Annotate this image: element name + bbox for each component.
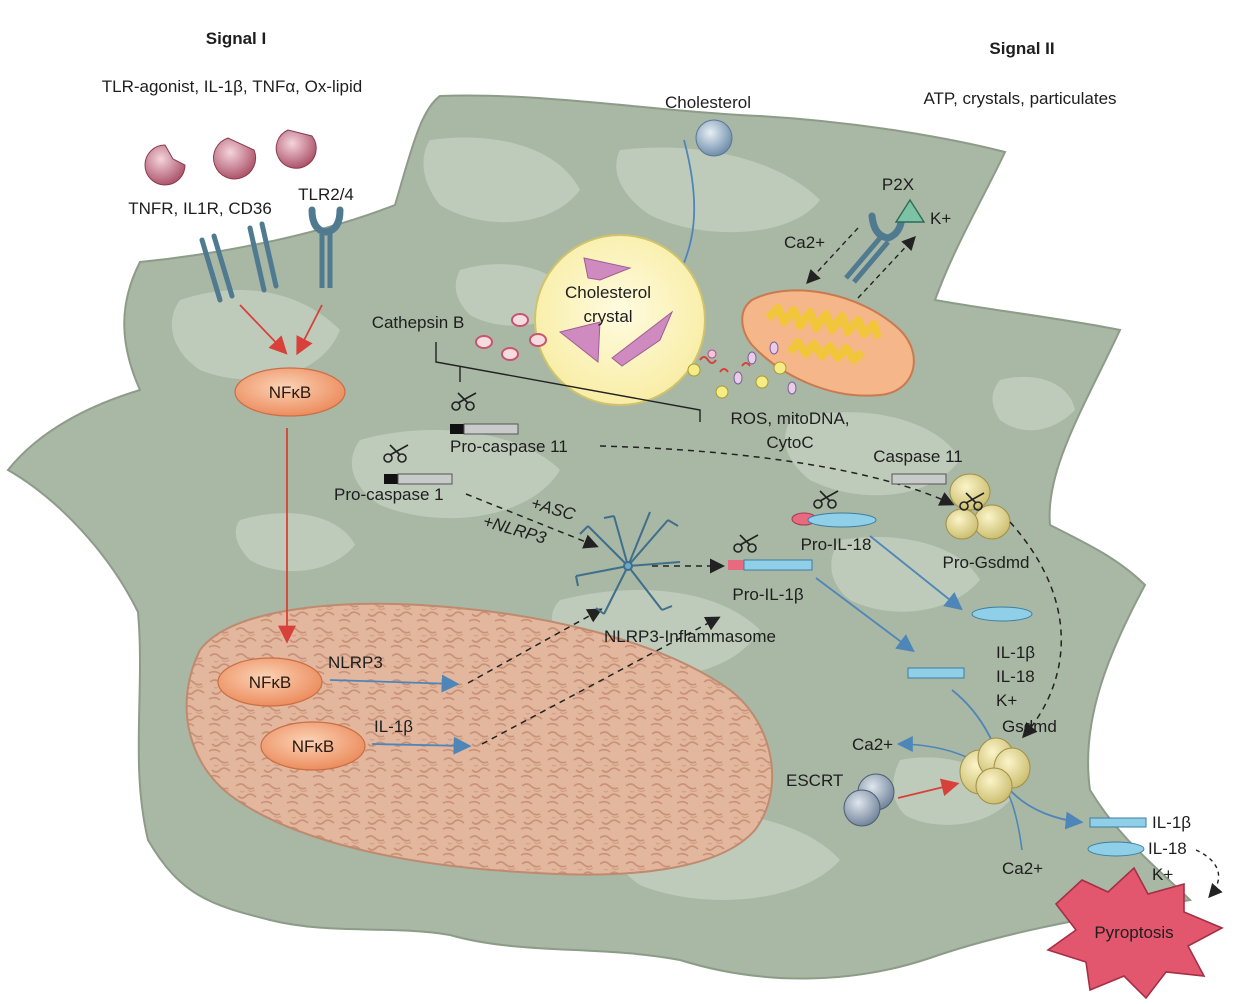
pro-casp1-label: Pro-caspase 1 [334, 485, 444, 504]
nfkb-nuclear-2 [260, 721, 366, 771]
nfkb-nuclear-1 [217, 657, 323, 707]
released-k-label: K+ [1152, 865, 1173, 884]
cathepsin-bracket [435, 342, 701, 422]
released-il1b-label: IL-1β [1152, 813, 1191, 832]
crystal-2 [558, 321, 601, 363]
nfkb-nuc1-label: NFκB [249, 673, 292, 692]
arrow-il1b-gene [371, 736, 472, 755]
il18-mature [971, 606, 1033, 622]
mito-cristae [765, 304, 882, 364]
receptor-labels: TNFR, IL1R, CD36 [128, 199, 272, 218]
crystal-label-1: Cholesterol [565, 283, 651, 302]
gasdermin-pore [959, 737, 1031, 805]
mito-products-particles [687, 341, 797, 399]
arrow-k-efflux [857, 235, 916, 299]
p2x-label: P2X [882, 175, 914, 194]
arrow-casp1-to-inflammasome [465, 493, 599, 549]
signal-1-agonists: TLR-agonist, IL-1β, TNFα, Ox-lipid [102, 77, 363, 96]
arrow-nlrp3-to-inflammasome [467, 608, 603, 684]
pro-caspase-1-bar [384, 473, 453, 485]
scissors-icon [813, 490, 839, 509]
pyroptosis-label: Pyroptosis [1094, 923, 1173, 942]
cathepsin-label: Cathepsin B [372, 313, 465, 332]
casp11-label: Caspase 11 [873, 447, 962, 466]
ca-in-label: Ca2+ [1002, 859, 1043, 878]
crystal-3 [611, 310, 674, 367]
atp-triangle [894, 198, 926, 223]
arrow-casp11-to-gsdmd [599, 445, 955, 506]
mito-products-label-2: CytoC [766, 433, 813, 452]
lysosome [534, 234, 706, 406]
p2x-k-label: K+ [930, 209, 951, 228]
arrow-receptor-to-nfkb-2 [296, 304, 323, 356]
arrow-pro-il1b-to-il1b [815, 577, 915, 653]
cholesterol-label: Cholesterol [665, 93, 751, 112]
escrt-label: ESCRT [786, 771, 843, 790]
ligand-2 [213, 137, 257, 180]
arrow-to-pyroptosis [1195, 849, 1223, 899]
product-il18-label: IL-18 [996, 667, 1035, 686]
arrow-ca-influx [806, 227, 859, 285]
scissors-icon [733, 534, 759, 553]
arrow-receptor-to-nfkb-1 [239, 304, 288, 355]
crystal-1 [583, 257, 632, 281]
scissors-icon [383, 444, 409, 463]
pro-caspase-11-bar [450, 423, 519, 435]
arrow-pro-il18-to-il18 [869, 535, 963, 611]
pro-gsdmd-label: Pro-Gsdmd [943, 553, 1030, 572]
p2x-ca-label: Ca2+ [784, 233, 825, 252]
signal-2-title: Signal II [989, 39, 1054, 58]
ligands [144, 129, 317, 186]
ligand-1 [144, 144, 186, 186]
pro-il1b-label: Pro-IL-1β [732, 585, 803, 604]
il1b-mature [907, 667, 965, 679]
nucleus [185, 602, 774, 876]
released-il18-label: IL-18 [1148, 839, 1187, 858]
arrow-gsdmd-to-pore [1009, 521, 1062, 739]
released-il18-ellipse [1087, 841, 1145, 857]
escrt-complex [843, 773, 895, 827]
receptor-tnfr [199, 233, 235, 303]
product-gsdmd-label: Gsdmd [1002, 717, 1057, 736]
il1b-gene-label: IL-1β [374, 717, 413, 736]
nfkb-nuc2-label: NFκB [292, 737, 335, 756]
nfkb-cyto-label: NFκB [269, 383, 312, 402]
receptor-il1r [247, 221, 279, 293]
cathepsin-granules [475, 313, 547, 361]
pyroptosis-burst [1046, 866, 1224, 1000]
mito-products-label-1: ROS, mitoDNA, [730, 409, 849, 428]
caspase-11-bar [891, 473, 947, 485]
ligand-3 [275, 129, 317, 169]
crystal-label-2: crystal [583, 307, 632, 326]
nfkb-cytoplasmic [234, 367, 346, 417]
p2x-receptor [844, 212, 906, 284]
inflammasome-label: NLRP3-Inflammasome [604, 627, 776, 646]
ca-out-label: Ca2+ [852, 735, 893, 754]
product-k-label: K+ [996, 691, 1017, 710]
signal-2-stimuli: ATP, crystals, particulates [923, 89, 1116, 108]
pro-gsdmd [945, 473, 1011, 540]
signal-1-title: Signal I [206, 29, 266, 48]
product-il1b-label: IL-1β [996, 643, 1035, 662]
arrow-il1b-to-inflammasome [481, 616, 721, 745]
pro-il1b [728, 559, 813, 571]
scissors-icon [959, 492, 985, 511]
pro-casp11-label: Pro-caspase 11 [450, 437, 568, 456]
pro-il18-label: Pro-IL-18 [801, 535, 872, 554]
nlrp3-inflammasome [575, 511, 681, 615]
tlr-label: TLR2/4 [298, 185, 354, 204]
nlrp3-gene-label: NLRP3 [328, 653, 383, 672]
scissors-icon [451, 392, 477, 411]
released-il1b-bar [1089, 817, 1147, 828]
arrow-escrt-to-pore [897, 778, 960, 799]
cholesterol-molecule [695, 119, 733, 157]
arrow-nlrp3-gene [329, 674, 460, 693]
receptor-tlr [308, 206, 344, 288]
pro-il18 [791, 512, 877, 528]
